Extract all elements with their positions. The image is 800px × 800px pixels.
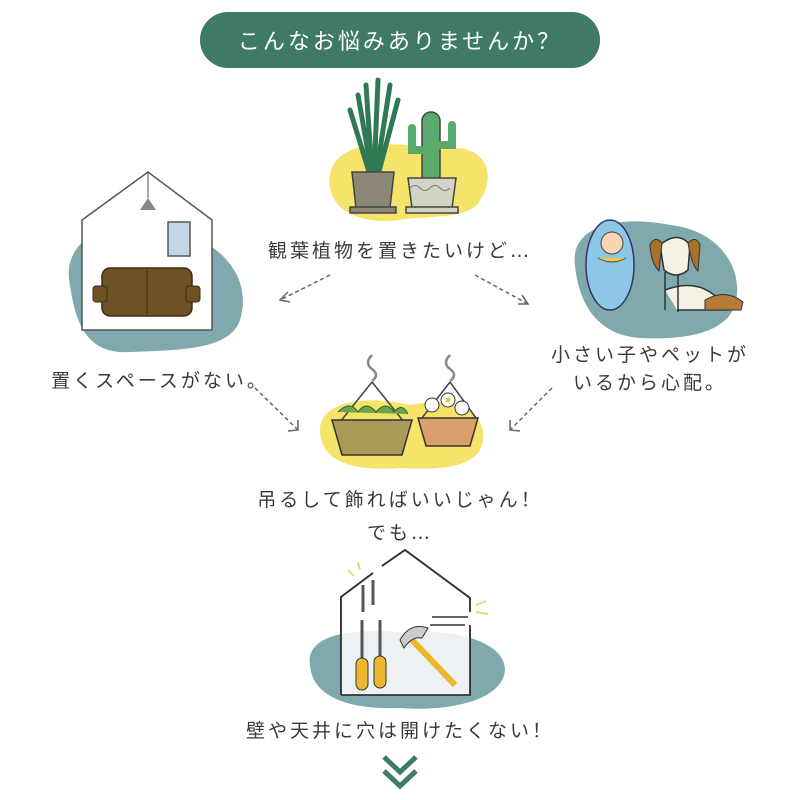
no-holes-caption: 壁や天井に穴は開けたくない！ (245, 720, 554, 742)
hanging-baskets-illustration (320, 354, 484, 469)
kids-pets-caption-line2: いるから心配。 (572, 372, 727, 394)
plants-caption: 観葉植物を置きたいけど… (267, 240, 532, 262)
house-tools-illustration (309, 548, 505, 709)
dashed-arrows (254, 274, 553, 432)
baby-and-dog-illustration (574, 219, 744, 339)
chevron-down-icon (382, 755, 418, 790)
hang-caption-line2: でも… (366, 522, 433, 544)
no-space-caption: 置くスペースがない。 (51, 370, 269, 392)
house-sofa-illustration (68, 171, 243, 353)
potted-plants-illustration (329, 77, 488, 221)
header-title: こんなお悩みありませんか？ (237, 30, 563, 55)
hang-caption-line1: 吊るして飾ればいいじゃん！ (257, 489, 543, 511)
kids-pets-caption-line1: 小さい子やペットが (550, 344, 749, 366)
header-title-banner: こんなお悩みありませんか？ (200, 12, 600, 68)
